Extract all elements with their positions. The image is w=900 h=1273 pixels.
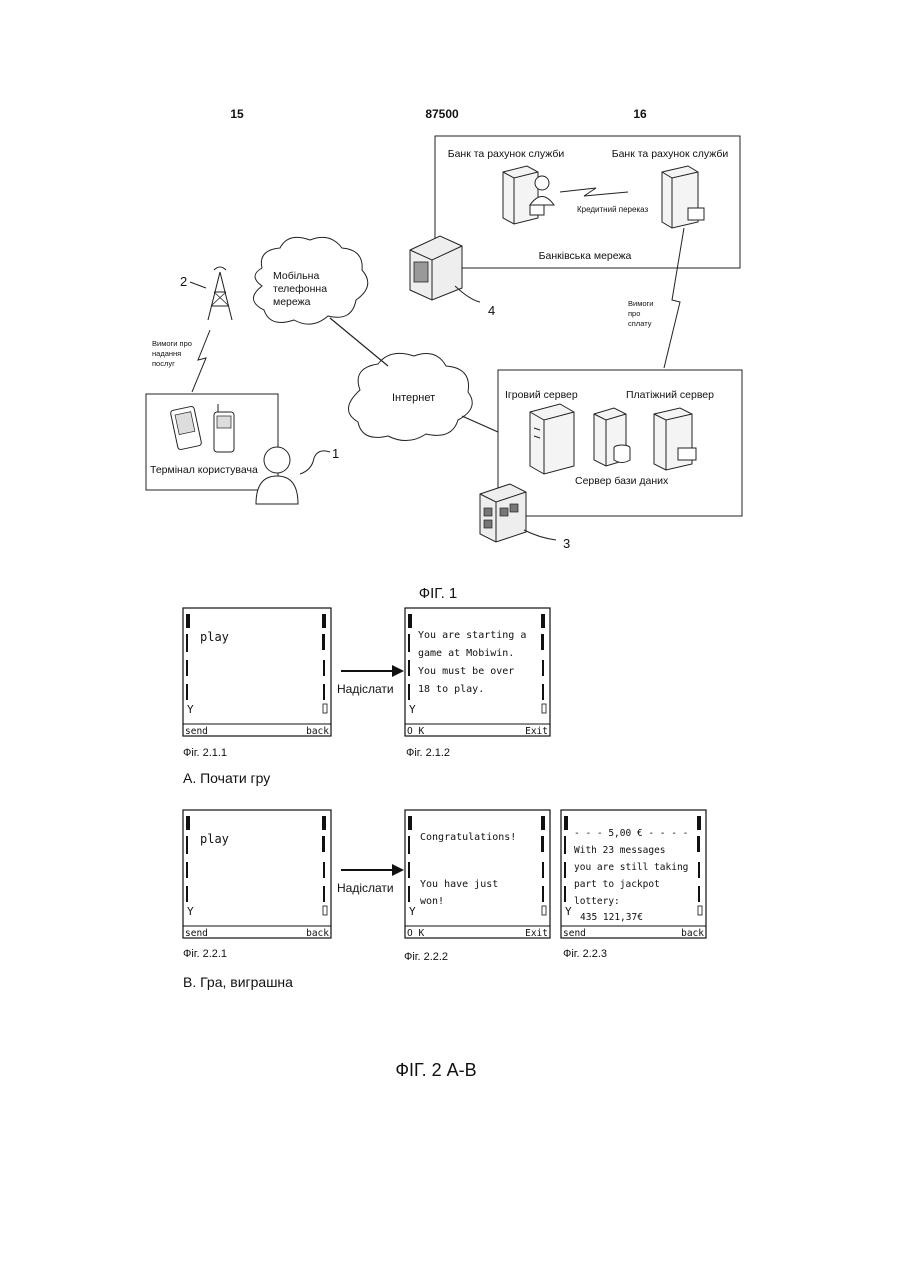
service-request-link xyxy=(192,330,210,392)
screen-text-line: - - - 5,00 € - - - - xyxy=(574,828,688,839)
user-terminal-label: Термінал користувача xyxy=(150,464,258,476)
ref-4: 4 xyxy=(488,303,495,318)
screen-text-line: game at Mobiwin. xyxy=(418,648,514,659)
service-request-line3: послуг xyxy=(152,359,175,368)
ref-2: 2 xyxy=(180,274,187,289)
phone-screen-2-1-1: Y play send back xyxy=(183,608,331,737)
fig1-caption: ФІГ. 1 xyxy=(419,585,458,602)
soft-key-left[interactable]: O K xyxy=(407,928,424,939)
screen-text-line: You have just xyxy=(420,879,498,890)
link-mobile-internet xyxy=(330,318,388,366)
soft-key-left[interactable]: send xyxy=(563,928,586,939)
user-person-icon xyxy=(256,447,298,504)
antenna-icon: Y xyxy=(409,703,416,716)
ref-1: 1 xyxy=(332,446,339,461)
soft-key-left[interactable]: send xyxy=(185,726,208,737)
screen-text-line: part to jackpot xyxy=(574,879,660,890)
screen-text-line: You must be over xyxy=(418,666,514,677)
soft-key-right[interactable]: back xyxy=(681,928,704,939)
phone-screen-2-2-1: Y play send back xyxy=(183,810,331,939)
game-server-label: Ігровий сервер xyxy=(505,389,578,401)
payment-request-line2: про xyxy=(628,309,640,318)
screen-text-line: 18 to play. xyxy=(418,684,484,695)
phone-screen-2-1-2: Y You are starting a game at Mobiwin. Yo… xyxy=(405,608,550,737)
screen-text-line: With 23 messages xyxy=(574,845,666,856)
section-b-title: B. Гра, виграшна xyxy=(183,974,293,990)
page-number-left: 15 xyxy=(230,107,244,121)
bank-server-right-icon xyxy=(662,166,704,228)
ref-3: 3 xyxy=(563,536,570,551)
page-number-right: 16 xyxy=(633,107,647,121)
service-request-line2: надання xyxy=(152,349,181,358)
mobile-network-line3: мережа xyxy=(273,296,311,308)
caption-2-2-2: Фіг. 2.2.2 xyxy=(404,951,448,963)
patent-number: 87500 xyxy=(425,107,459,121)
kiosk-terminal-3-icon xyxy=(480,484,526,542)
screen-text-line: 435 121,37€ xyxy=(580,912,643,923)
antenna-icon: Y xyxy=(187,905,194,918)
service-request-line1: Вимоги про xyxy=(152,339,192,348)
link-internet-servers xyxy=(462,416,498,432)
soft-key-right[interactable]: Exit xyxy=(525,726,548,737)
mobile-network-line2: телефонна xyxy=(273,283,327,295)
soft-key-right[interactable]: back xyxy=(306,928,329,939)
screen-text-line: Congratulations! xyxy=(420,832,516,843)
payment-request-line3: сплату xyxy=(628,319,652,328)
screen-text-line: you are still taking xyxy=(574,862,688,873)
game-server-icon xyxy=(530,404,574,474)
database-server-icon xyxy=(594,408,630,466)
mobile-phone-icon xyxy=(214,404,234,452)
database-server-label: Сервер бази даних xyxy=(575,475,669,487)
payment-request-link xyxy=(664,228,684,368)
caption-2-1-2: Фіг. 2.1.2 xyxy=(406,747,450,759)
send-arrow-label-b: Надіслати xyxy=(337,881,394,895)
section-a-title: A. Почати гру xyxy=(183,770,270,786)
send-arrowhead xyxy=(392,665,404,677)
send-arrowhead xyxy=(392,864,404,876)
mobile-network-line1: Мобільна xyxy=(273,270,319,282)
soft-key-right[interactable]: Exit xyxy=(525,928,548,939)
ref-leader-2 xyxy=(190,282,206,288)
payment-server-label: Платіжний сервер xyxy=(626,389,714,401)
ref-leader-1 xyxy=(300,451,330,474)
caption-2-2-1: Фіг. 2.2.1 xyxy=(183,948,227,960)
credit-transfer-label: Кредитний переказ xyxy=(577,205,648,214)
credit-transfer-link xyxy=(560,188,628,196)
atm-terminal-4-icon xyxy=(410,236,462,300)
screen-text-line: lottery: xyxy=(574,896,620,907)
caption-2-2-3: Фіг. 2.2.3 xyxy=(563,948,607,960)
caption-2-1-1: Фіг. 2.1.1 xyxy=(183,747,227,759)
bank-left-label: Банк та рахунок служби xyxy=(448,148,565,160)
soft-key-left[interactable]: O K xyxy=(407,726,424,737)
send-arrow-label: Надіслати xyxy=(337,682,394,696)
soft-key-left[interactable]: send xyxy=(185,928,208,939)
fig2-caption: ФІГ. 2 A-B xyxy=(395,1060,476,1080)
antenna-icon: Y xyxy=(187,703,194,716)
phone-screen-2-2-3: Y - - - 5,00 € - - - - With 23 messages … xyxy=(561,810,706,939)
antenna-tower-icon xyxy=(208,267,232,320)
internet-label: Інтернет xyxy=(392,392,435,404)
payment-request-line1: Вимоги xyxy=(628,299,653,308)
pda-icon xyxy=(170,406,202,450)
bank-network-label: Банківська мережа xyxy=(539,250,632,262)
bank-server-left-icon xyxy=(503,166,554,224)
soft-key-right[interactable]: back xyxy=(306,726,329,737)
payment-server-icon xyxy=(654,408,696,470)
bank-right-label: Банк та рахунок служби xyxy=(612,148,729,160)
phone-screen-2-2-2: Y Congratulations! You have just won! O … xyxy=(405,810,550,939)
screen-text-line: play xyxy=(200,832,229,846)
ref-leader-3 xyxy=(524,530,556,540)
antenna-icon: Y xyxy=(409,905,416,918)
screen-text-line: You are starting a xyxy=(418,630,526,641)
antenna-icon: Y xyxy=(565,905,572,918)
screen-text-line: won! xyxy=(420,896,444,907)
screen-text-line: play xyxy=(200,630,229,644)
